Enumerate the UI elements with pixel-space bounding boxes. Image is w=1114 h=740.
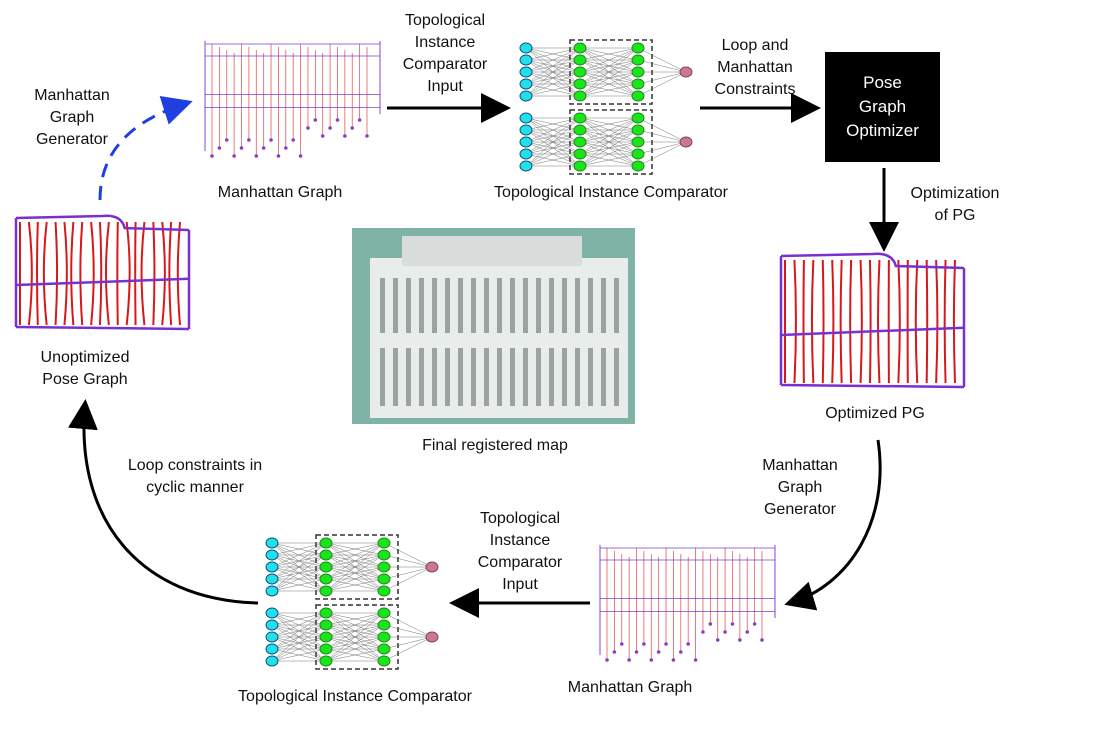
- neural-network-icon-top: [519, 39, 693, 175]
- arrow-tic-to-unoptimized: [67, 399, 259, 605]
- manhattan-graph-icon-top: [204, 41, 381, 158]
- arrow-optimized-to-manhattan: [784, 439, 882, 611]
- manhattan-graph-label-top: Manhattan Graph: [217, 184, 343, 201]
- manhattan-graph-label-bottom: Manhattan Graph: [567, 679, 693, 696]
- optimized-pose-graph-icon: [779, 252, 966, 389]
- map-image: [352, 228, 635, 424]
- neural-network-icon-bottom: [265, 534, 439, 670]
- optimized-pg-label: Optimized PG: [825, 405, 925, 422]
- unoptimized-pose-graph-icon: [14, 214, 191, 331]
- final-map-label: Final registered map: [422, 437, 568, 454]
- arrow-unoptimized-to-manhattan-dashed: [98, 96, 193, 201]
- tic-label-bottom: Topological Instance Comparator: [238, 688, 472, 705]
- tic-label-top: Topological Instance Comparator: [494, 184, 728, 201]
- manhattan-graph-icon-bottom: [599, 545, 776, 662]
